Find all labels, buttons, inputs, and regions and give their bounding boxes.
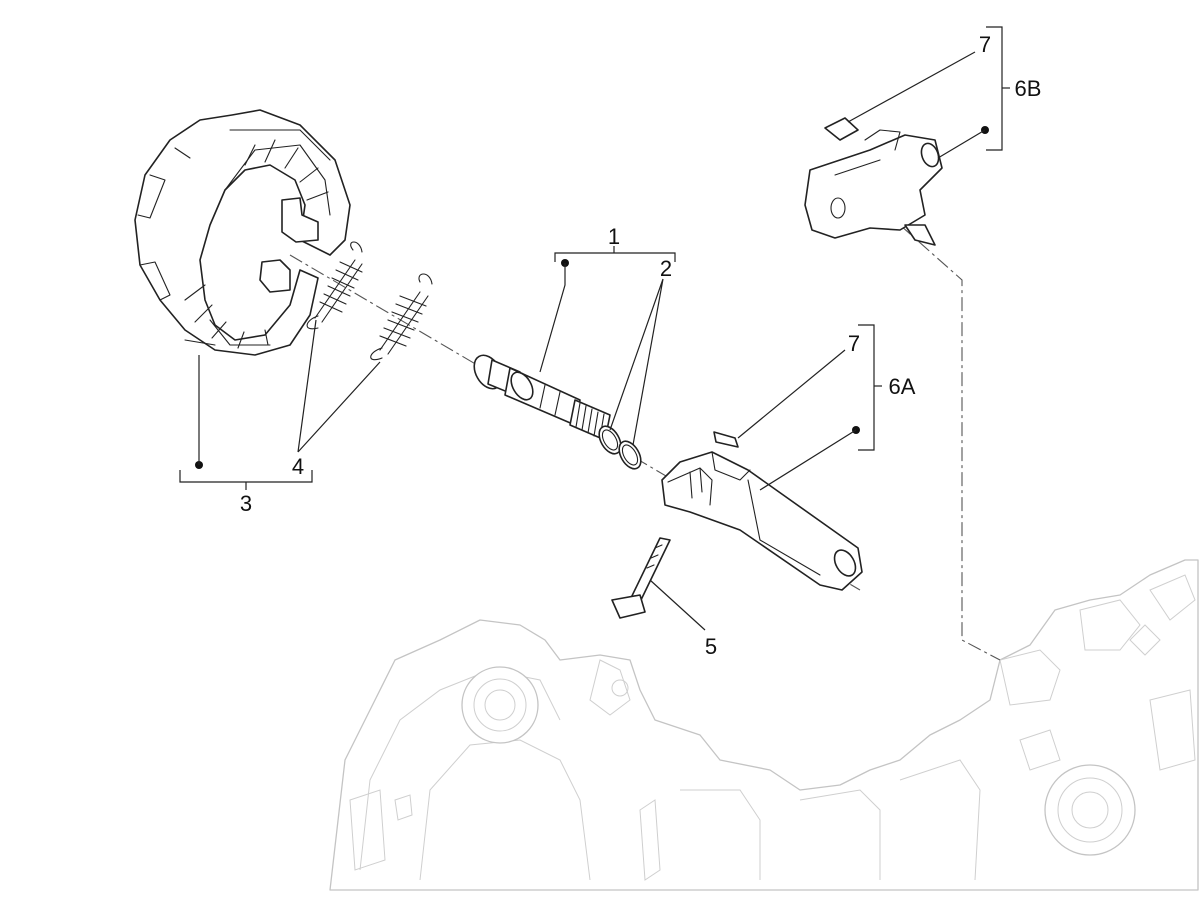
callout-1: 1 <box>608 224 620 249</box>
o-rings <box>598 425 642 470</box>
callout-7-lever-6a: 7 <box>848 331 860 356</box>
bracket-1 <box>554 252 676 262</box>
brake-lever-6b <box>804 117 943 246</box>
assembly-axis <box>289 224 1001 661</box>
brake-shoe <box>134 109 351 356</box>
bolt <box>611 537 671 619</box>
brake-lever-6a <box>661 431 863 591</box>
callout-7-lever-6b: 7 <box>979 32 991 57</box>
spring-1 <box>306 241 363 330</box>
engine-crankcase-housing <box>329 559 1199 891</box>
brake-springs <box>306 241 433 361</box>
callout-2: 2 <box>660 256 672 281</box>
callout-labels: 1 2 3 4 5 6A 6B 7 7 <box>240 32 1042 659</box>
callout-6b: 6B <box>1015 76 1042 101</box>
callout-6a: 6A <box>889 374 916 399</box>
callout-5: 5 <box>705 634 717 659</box>
callout-4: 4 <box>292 454 304 479</box>
brake-camshaft <box>473 354 611 441</box>
spring-2 <box>370 273 433 361</box>
callout-3: 3 <box>240 491 252 516</box>
bracket-6a <box>858 324 875 451</box>
callout-leaders <box>179 26 1010 631</box>
